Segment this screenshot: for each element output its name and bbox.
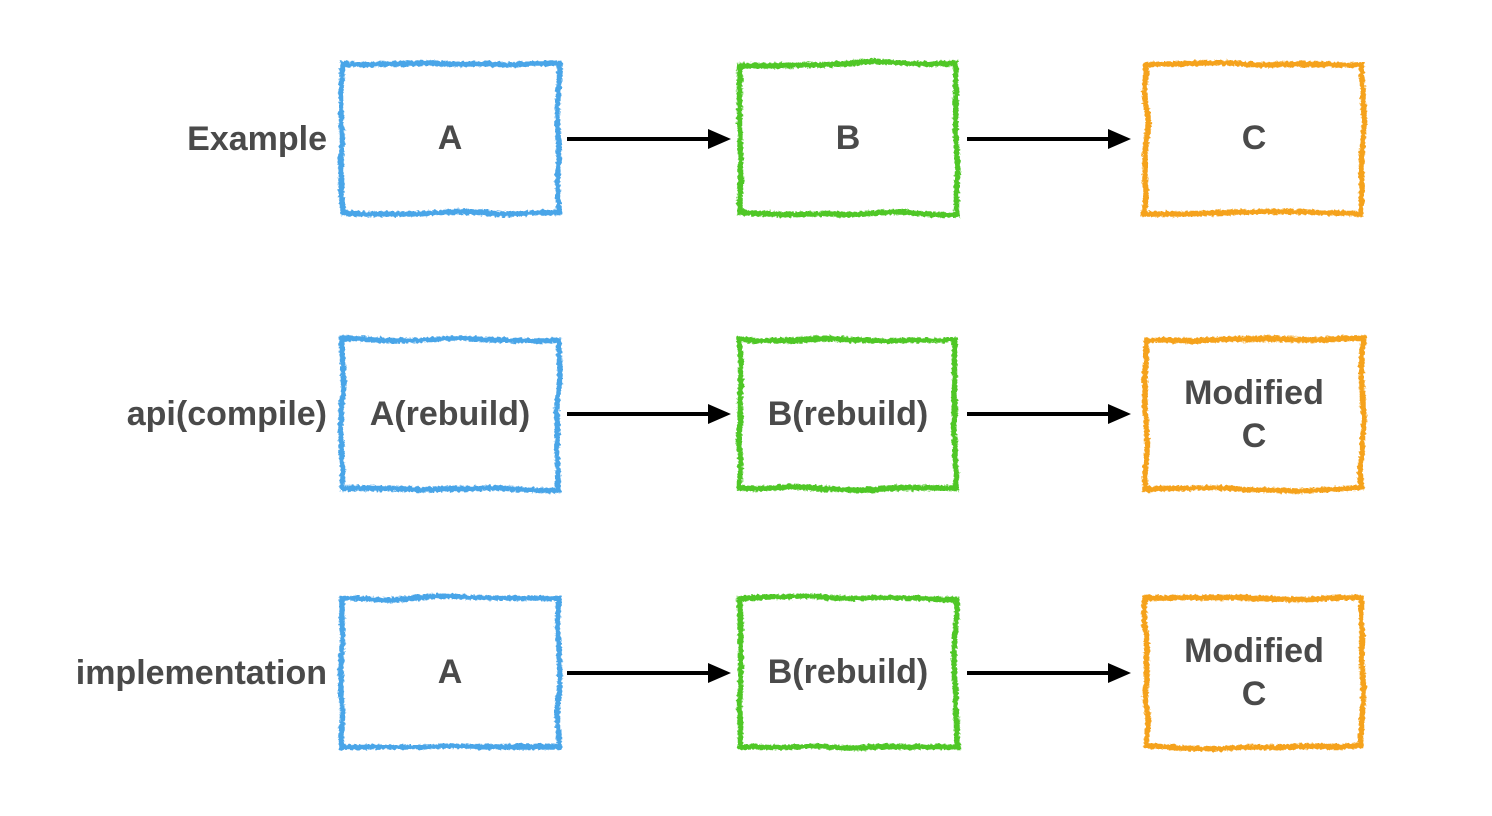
arrow-impl-b-to-c (967, 663, 1131, 683)
box-outline-api-b-rebuild (737, 337, 959, 492)
row-label-example: Example (187, 120, 327, 158)
box-example-c: C (1241, 119, 1267, 158)
arrow-head-icon (1108, 404, 1131, 424)
box-outline-example-c (1143, 61, 1365, 216)
arrow-head-icon (1108, 663, 1131, 683)
box-outline-impl-b-rebuild (737, 595, 959, 750)
arrow-impl-a-to-b (567, 663, 731, 683)
box-outline-impl-a (339, 595, 561, 750)
box-impl-b-rebuild: B(rebuild) (767, 653, 929, 692)
box-outline-impl-modified-c (1143, 595, 1365, 750)
box-api-b-rebuild: B(rebuild) (767, 395, 929, 434)
row-label-api-compile: api(compile) (126, 395, 327, 433)
box-outline-example-a (339, 61, 561, 216)
box-api-modified-c: Modified C (1184, 374, 1324, 455)
arrow-head-icon (708, 404, 731, 424)
box-outline-example-b (737, 61, 959, 216)
arrow-api-b-to-c (967, 404, 1131, 424)
box-impl-modified-c: Modified C (1184, 632, 1324, 713)
arrow-example-b-to-c (967, 129, 1131, 149)
box-impl-a: A (437, 653, 463, 692)
row-label-implementation: implementation (75, 654, 327, 692)
arrow-head-icon (708, 129, 731, 149)
box-api-a-rebuild: A(rebuild) (369, 395, 531, 434)
box-example-b: B (835, 119, 861, 158)
arrow-head-icon (708, 663, 731, 683)
box-outline-api-modified-c (1143, 337, 1365, 492)
arrow-example-a-to-b (567, 129, 731, 149)
arrow-api-a-to-b (567, 404, 731, 424)
box-outline-api-a-rebuild (339, 337, 561, 492)
box-example-a: A (437, 119, 463, 158)
arrow-head-icon (1108, 129, 1131, 149)
